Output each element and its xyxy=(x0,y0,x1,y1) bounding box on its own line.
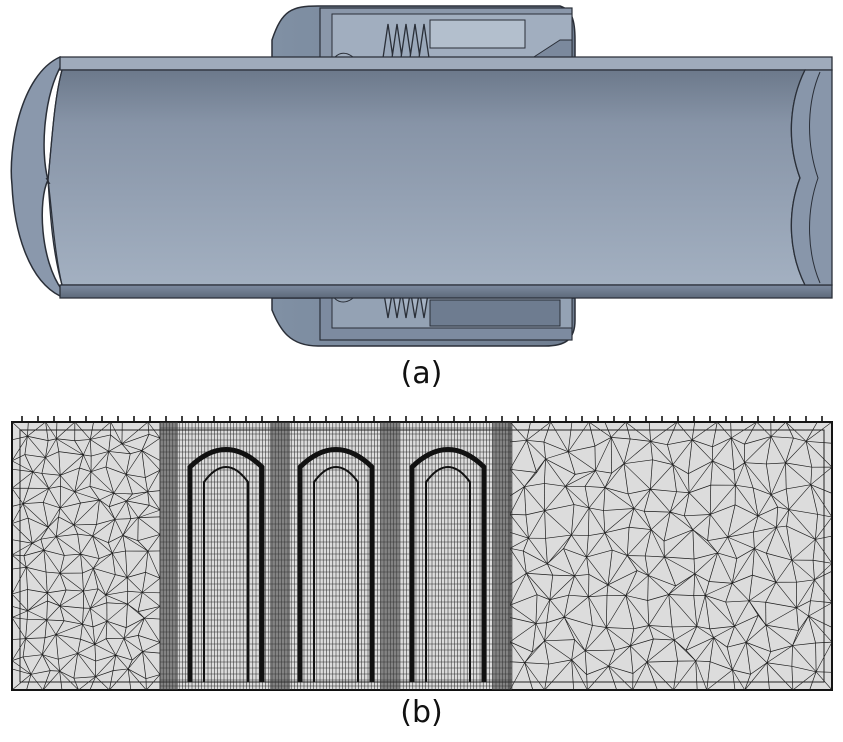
pipe-cutaway-drawing xyxy=(10,5,833,347)
mesh-domain-outline xyxy=(11,421,833,691)
mesh-top-tick-marks xyxy=(21,416,823,422)
pipe-outer-wall-top xyxy=(59,56,833,71)
mesh-dense-serpentine-region xyxy=(159,421,513,690)
right-pipe-end-section xyxy=(790,69,833,286)
coupling-upper xyxy=(271,5,576,69)
mesh-drawing xyxy=(11,416,833,691)
pipe-inner-surface xyxy=(47,69,807,286)
panel-a-pipe-cutaway: (a) xyxy=(10,5,833,391)
panel-b-caption: (b) xyxy=(400,695,443,730)
upper-thread xyxy=(382,23,430,59)
panel-b-fe-mesh: (b) xyxy=(0,395,843,742)
mesh-grid xyxy=(11,421,833,691)
panel-a-caption: (a) xyxy=(400,356,443,391)
pipe-outer-wall-bottom xyxy=(59,284,833,299)
